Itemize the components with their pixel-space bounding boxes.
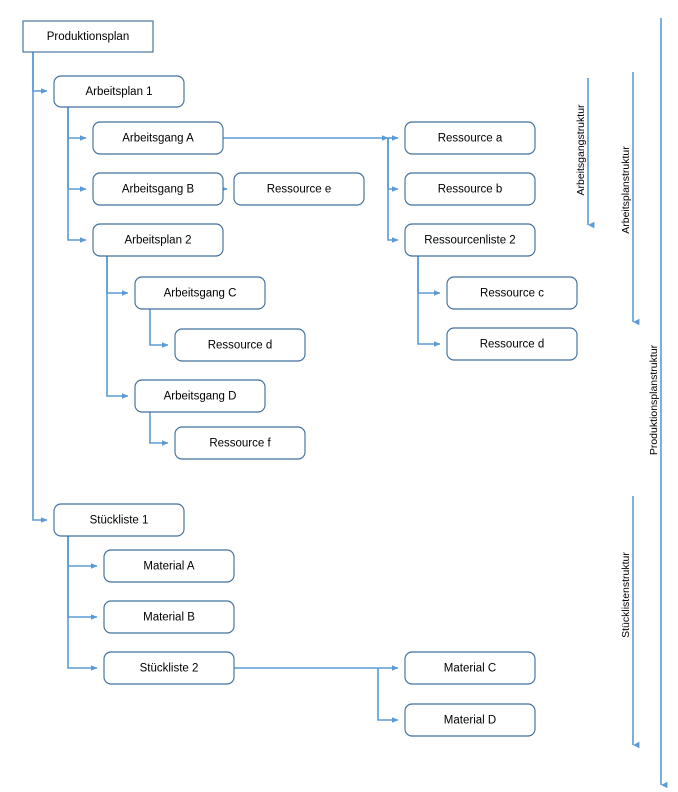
node-label-ressource-e: Ressource e <box>267 184 332 196</box>
node-ressource-d-left[interactable]: Ressource d <box>174 328 306 362</box>
node-ressource-d-right[interactable]: Ressource d <box>446 327 578 361</box>
node-box-arbeitsplan2[interactable] <box>92 223 224 257</box>
connector-arbeitsplan2-to-arbeitsgang-c <box>106 256 129 296</box>
node-label-ressource-b: Ressource b <box>438 184 503 196</box>
connector-trunk-right-to-ressourcenliste2 <box>387 138 399 243</box>
node-box-ressource-d-right[interactable] <box>446 327 578 361</box>
node-arbeitsplan2[interactable]: Arbeitsplan 2 <box>92 223 224 257</box>
node-box-stueckliste1[interactable] <box>53 503 185 537</box>
connector-stueckliste1-to-material-a <box>67 536 98 569</box>
connector-ressourcenliste2-to-ressource-c <box>417 256 441 296</box>
node-label-material-d: Material D <box>444 715 496 727</box>
node-ressource-e[interactable]: Ressource e <box>233 172 365 206</box>
node-box-ressourcenliste2[interactable] <box>404 223 536 257</box>
node-box-produktionsplan[interactable] <box>22 20 154 53</box>
node-label-stueckliste1: Stückliste 1 <box>90 515 149 527</box>
node-ressourcenliste2[interactable]: Ressourcenliste 2 <box>404 223 536 257</box>
node-stueckliste2[interactable]: Stückliste 2 <box>103 651 235 685</box>
node-label-ressource-d-right: Ressource d <box>480 339 545 351</box>
axis-label-arbeitsplanstruktur: Arbeitsplanstruktur <box>620 146 632 234</box>
node-box-arbeitsgang-b[interactable] <box>92 172 224 206</box>
node-arbeitsgang-b[interactable]: Arbeitsgang B <box>92 172 224 206</box>
node-produktionsplan[interactable]: Produktionsplan <box>22 20 154 53</box>
axis-arbeitsgangstruktur: Arbeitsgangstruktur <box>575 78 595 229</box>
connector-stueckliste2-to-material-d <box>377 668 399 723</box>
node-label-ressource-c-right: Ressource c <box>480 288 544 300</box>
connector-trunk-right-to-ressource-b <box>387 138 399 192</box>
node-label-produktionsplan: Produktionsplan <box>47 31 129 43</box>
axis-label-produktionsplanstruktur: Produktionsplanstruktur <box>648 344 660 455</box>
node-material-c[interactable]: Material C <box>404 651 536 685</box>
connector-arbeitsgang-d-to-ressource-f <box>149 412 169 446</box>
node-arbeitsplan1[interactable]: Arbeitsplan 1 <box>53 75 185 108</box>
node-label-material-c: Material C <box>444 663 496 675</box>
axis-label-stuecklistenstruktur: Stücklistenstruktur <box>620 552 632 638</box>
node-material-b[interactable]: Material B <box>103 600 235 634</box>
node-label-arbeitsgang-d: Arbeitsgang D <box>164 391 237 403</box>
connector-produktionsplan-to-stueckliste1 <box>32 52 48 523</box>
axis-label-arbeitsgangstruktur: Arbeitsgangstruktur <box>575 104 587 196</box>
node-box-ressource-d-left[interactable] <box>174 328 306 362</box>
node-box-arbeitsgang-d[interactable] <box>134 379 266 413</box>
node-box-ressource-f[interactable] <box>174 426 306 460</box>
node-label-arbeitsgang-b: Arbeitsgang B <box>122 184 195 196</box>
node-ressource-b[interactable]: Ressource b <box>404 172 536 206</box>
node-ressource-a[interactable]: Ressource a <box>404 121 536 155</box>
connector-arbeitsplan1-to-arbeitsplan2 <box>67 107 87 243</box>
structure-axes-layer: Arbeitsgangstruktur ArbeitsplanstrukturPr… <box>575 18 668 789</box>
connector-stueckliste1-to-material-b <box>67 536 98 620</box>
node-label-arbeitsplan1: Arbeitsplan 1 <box>85 86 152 98</box>
node-label-arbeitsplan2: Arbeitsplan 2 <box>124 235 191 247</box>
node-box-arbeitsgang-c[interactable] <box>134 276 266 310</box>
node-material-d[interactable]: Material D <box>404 703 536 737</box>
node-material-a[interactable]: Material A <box>103 549 235 583</box>
node-label-material-a: Material A <box>143 561 194 573</box>
node-box-material-d[interactable] <box>404 703 536 737</box>
node-label-stueckliste2: Stückliste 2 <box>140 663 199 675</box>
node-ressource-f[interactable]: Ressource f <box>174 426 306 460</box>
node-box-material-a[interactable] <box>103 549 235 583</box>
node-stueckliste1[interactable]: Stückliste 1 <box>53 503 185 537</box>
node-label-ressource-a: Ressource a <box>438 133 503 145</box>
node-box-stueckliste2[interactable] <box>103 651 235 685</box>
node-box-arbeitsgang-a[interactable] <box>92 121 224 155</box>
node-label-ressource-f: Ressource f <box>209 438 271 450</box>
node-arbeitsgang-c[interactable]: Arbeitsgang C <box>134 276 266 310</box>
node-box-arbeitsplan1[interactable] <box>53 75 185 108</box>
axis-arbeitsplanstruktur: Arbeitsplanstruktur <box>620 72 640 326</box>
node-box-material-c[interactable] <box>404 651 536 685</box>
axis-stuecklistenstruktur: Stücklistenstruktur <box>620 496 640 749</box>
connector-produktionsplan-to-arbeitsplan1 <box>32 52 48 94</box>
connector-stueckliste1-to-stueckliste2 <box>67 536 98 671</box>
node-label-material-b: Material B <box>143 612 195 624</box>
node-ressource-c-right[interactable]: Ressource c <box>446 276 578 310</box>
node-label-arbeitsgang-a: Arbeitsgang A <box>122 133 194 145</box>
node-arbeitsgang-a[interactable]: Arbeitsgang A <box>92 121 224 155</box>
axis-produktionsplanstruktur: Produktionsplanstruktur <box>648 18 668 789</box>
node-box-material-b[interactable] <box>103 600 235 634</box>
node-arbeitsgang-d[interactable]: Arbeitsgang D <box>134 379 266 413</box>
connector-arbeitsgang-c-to-ressource-d <box>149 309 169 348</box>
connector-ressourcenliste2-to-ressource-d <box>417 256 441 347</box>
node-label-ressourcenliste2: Ressourcenliste 2 <box>424 235 515 247</box>
node-box-ressource-c-right[interactable] <box>446 276 578 310</box>
node-box-ressource-b[interactable] <box>404 172 536 206</box>
connector-arbeitsplan1-to-arbeitsgang-a <box>67 107 87 141</box>
node-box-ressource-a[interactable] <box>404 121 536 155</box>
connector-arbeitsplan2-to-arbeitsgang-d <box>106 256 129 399</box>
connectors-layer <box>32 52 441 723</box>
connector-arbeitsplan1-to-arbeitsgang-b <box>67 107 87 192</box>
node-box-ressource-e[interactable] <box>233 172 365 206</box>
node-label-ressource-d-left: Ressource d <box>208 340 273 352</box>
node-label-arbeitsgang-c: Arbeitsgang C <box>164 288 237 300</box>
